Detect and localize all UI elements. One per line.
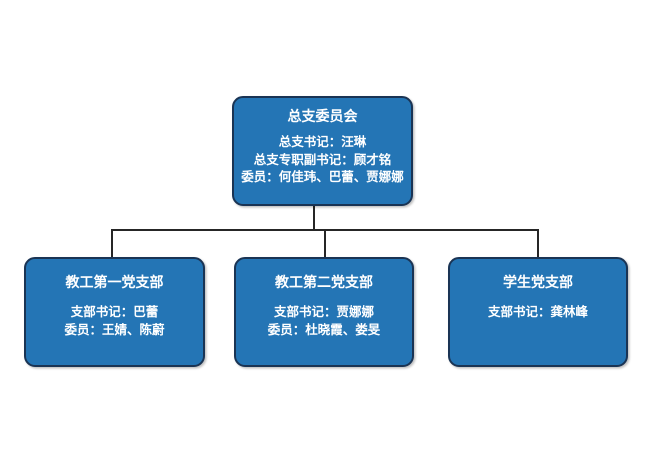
node-line: 委员：王婧、陈蔚 bbox=[64, 322, 165, 337]
connector-root-drop bbox=[313, 206, 315, 230]
node-line: 支部书记：龚林峰 bbox=[487, 305, 588, 319]
node-line: 总支书记：汪琳 bbox=[278, 135, 367, 149]
connector-drop-right bbox=[537, 229, 539, 258]
org-node-faculty-branch-1: 教工第一党支部 支部书记：巴蕾 委员：王婧、陈蔚 bbox=[24, 257, 205, 367]
node-body: 支部书记：巴蕾 委员：王婧、陈蔚 bbox=[26, 304, 203, 339]
node-line: 支部书记：贾娜娜 bbox=[273, 305, 374, 319]
node-title: 教工第一党支部 bbox=[65, 274, 164, 290]
node-line: 总支专职副书记：顾才铭 bbox=[253, 152, 392, 167]
org-node-general-branch-committee: 总支委员会 总支书记：汪琳 总支专职副书记：顾才铭 委员：何佳玮、巴蕾、贾娜娜 bbox=[232, 96, 413, 206]
node-title: 学生党支部 bbox=[503, 274, 573, 290]
connector-drop-left bbox=[111, 229, 113, 258]
connector-drop-middle bbox=[324, 229, 326, 258]
org-node-faculty-branch-2: 教工第二党支部 支部书记：贾娜娜 委员：杜晓霞、娄旻 bbox=[234, 257, 414, 367]
node-line: 支部书记：巴蕾 bbox=[70, 305, 159, 319]
org-node-student-branch: 学生党支部 支部书记：龚林峰 bbox=[448, 257, 628, 367]
node-body: 支部书记：贾娜娜 委员：杜晓霞、娄旻 bbox=[236, 304, 412, 339]
node-body: 支部书记：龚林峰 bbox=[450, 304, 626, 322]
node-line: 委员：何佳玮、巴蕾、贾娜娜 bbox=[241, 170, 404, 184]
node-title: 总支委员会 bbox=[287, 108, 358, 124]
node-line: 委员：杜晓霞、娄旻 bbox=[267, 322, 381, 337]
node-title: 教工第二党支部 bbox=[275, 274, 373, 290]
node-body: 总支书记：汪琳 总支专职副书记：顾才铭 委员：何佳玮、巴蕾、贾娜娜 bbox=[234, 134, 411, 187]
